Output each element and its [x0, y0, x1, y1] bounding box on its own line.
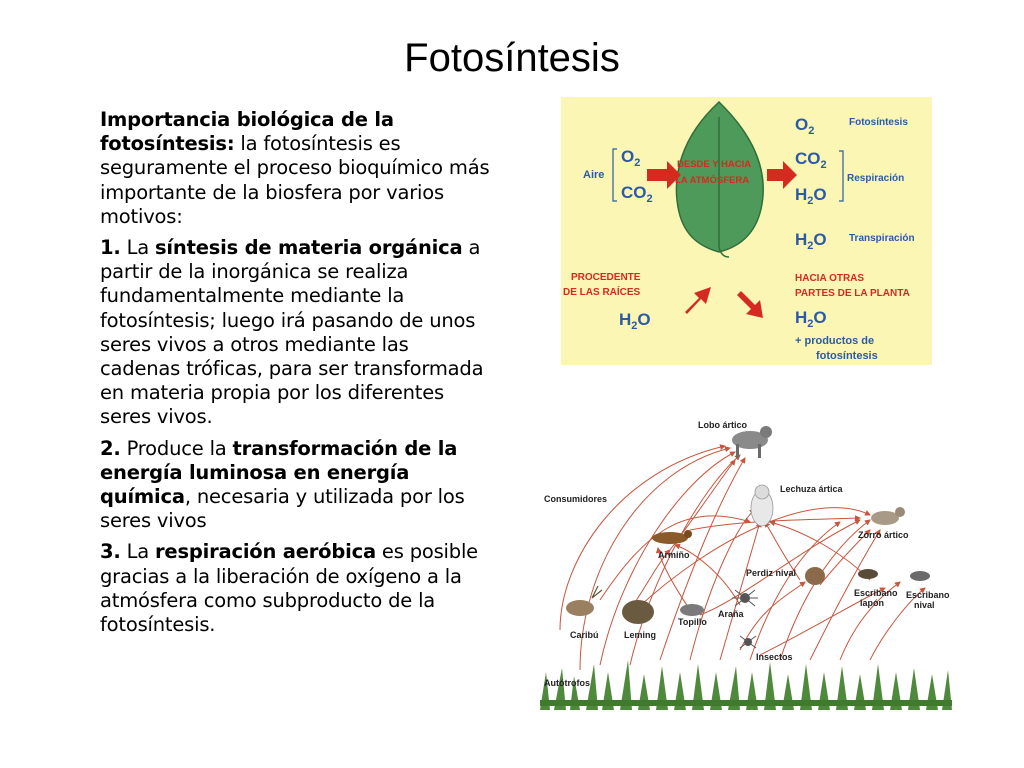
point-2-bold: transformación de la energía luminosa en… — [100, 436, 458, 509]
leaf-stem — [718, 117, 730, 258]
leaf-shape — [675, 100, 764, 253]
text-body: Importancia biológica de la fotosíntesis… — [100, 108, 492, 644]
left-bracket — [612, 148, 617, 202]
ptarmigan-icon — [805, 567, 825, 585]
label-armino: Armiño — [658, 550, 690, 560]
label-topillo: Topillo — [678, 617, 707, 627]
label-perdiz: Perdiz nival — [746, 568, 796, 578]
food-web-diagram: Lobo ártico Consumidores Lechuza ártica … — [540, 410, 952, 710]
lemming-icon — [622, 600, 654, 624]
paragraph-point-2: 2. Produce la transformación de la energ… — [100, 437, 492, 534]
procedente-label-2: DE LAS RAÍCES — [563, 285, 641, 298]
co2-in-label: CO2 — [621, 183, 653, 205]
fotosintesis-label: Fotosíntesis — [849, 117, 908, 128]
aire-label: Aire — [583, 169, 604, 181]
arrow-up-from-roots — [685, 287, 711, 314]
label-lobo: Lobo ártico — [698, 420, 748, 430]
label-zorro: Zorro ártico — [858, 530, 909, 540]
hacia-label-1: HACIA OTRAS — [795, 273, 864, 284]
point-3-bold: respiración aeróbica — [155, 540, 376, 564]
point-2-number: 2. — [100, 436, 121, 460]
paragraph-intro: Importancia biológica de la fotosíntesis… — [100, 108, 492, 229]
point-3-text-b: es posible gracias a la liberación de ox… — [100, 540, 478, 637]
plants-row — [540, 660, 952, 710]
label-caribu: Caribú — [570, 630, 599, 640]
label-autotrofos: Autótrofos — [544, 678, 590, 688]
vole-icon — [680, 604, 704, 616]
arrow-down-to-plant — [737, 291, 763, 318]
leaf-label-2: LA ATMÓSFERA — [675, 174, 749, 186]
productos-label-1: + productos de — [795, 335, 874, 347]
ermine-icon — [652, 530, 692, 544]
paragraph-point-1: 1. La síntesis de materia orgánica a par… — [100, 236, 492, 430]
point-1-bold: síntesis de materia orgánica — [155, 236, 463, 260]
slide-title: Fotosíntesis — [404, 36, 620, 80]
label-escribano-nival-2: nival — [914, 600, 935, 610]
label-consumidores: Consumidores — [544, 494, 607, 504]
arrow-out — [767, 161, 797, 189]
point-2-text-a: Produce la — [120, 436, 233, 460]
label-arana: Araña — [718, 609, 745, 619]
spider-icon — [732, 589, 758, 607]
wolf-icon — [732, 426, 772, 458]
food-web-svg: Lobo ártico Consumidores Lechuza ártica … — [540, 420, 952, 710]
right-bracket — [839, 150, 844, 202]
co2-out-label: CO2 — [795, 149, 827, 171]
label-escribano-lapon-1: Escribano — [854, 588, 898, 598]
procedente-label-1: PROCEDENTE — [571, 272, 641, 283]
label-escribano-nival-1: Escribano — [906, 590, 950, 600]
paragraph-point-3: 3. La respiración aeróbica es posible gr… — [100, 540, 492, 637]
o2-in-label: O2 — [621, 147, 640, 169]
lapland-bunting-icon — [858, 569, 878, 579]
insects-icon — [739, 635, 757, 649]
o2-out-label: O2 — [795, 115, 814, 137]
hacia-label-2: PARTES DE LA PLANTA — [795, 288, 910, 299]
label-leming: Leming — [624, 630, 656, 640]
h2o-trans-label: H2O — [795, 230, 827, 252]
label-insectos: Insectos — [756, 652, 793, 662]
arrow-in — [647, 161, 681, 189]
point-2-text-b: , necesaria y utilizada por los seres vi… — [100, 485, 465, 533]
point-1-text-a: La — [120, 236, 155, 260]
intro-text: la fotosíntesis es seguramente el proces… — [100, 132, 490, 228]
respiracion-label: Respiración — [847, 173, 904, 184]
point-3-number: 3. — [100, 540, 121, 564]
fox-icon — [871, 507, 905, 525]
photosynthesis-diagram-svg: Aire O2 CO2 DESDE Y HACIA LA ATMÓSFERA O… — [563, 100, 915, 362]
point-1-number: 1. — [100, 236, 121, 260]
transpiracion-label: Transpiración — [849, 233, 915, 244]
label-lechuza: Lechuza ártica — [780, 484, 844, 494]
label-escribano-lapon-2: lapón — [860, 598, 884, 608]
food-web-arrows — [559, 444, 926, 671]
leaf-label-1: DESDE Y HACIA — [677, 159, 751, 170]
snow-bunting-icon — [910, 571, 930, 581]
h2o-out-label: H2O — [795, 308, 827, 330]
intro-bold: Importancia biológica de la fotosíntesis… — [100, 108, 394, 156]
point-1-text-b: a partir de la inorgánica se realiza fun… — [100, 236, 484, 429]
h2o-resp-label: H2O — [795, 185, 827, 207]
owl-icon — [750, 484, 774, 527]
caribou-icon — [566, 585, 603, 616]
photosynthesis-diagram: Aire O2 CO2 DESDE Y HACIA LA ATMÓSFERA O… — [561, 97, 932, 365]
point-3-text-a: La — [120, 540, 155, 564]
h2o-root-label: H2O — [619, 310, 651, 332]
productos-label-2: fotosíntesis — [816, 350, 878, 362]
